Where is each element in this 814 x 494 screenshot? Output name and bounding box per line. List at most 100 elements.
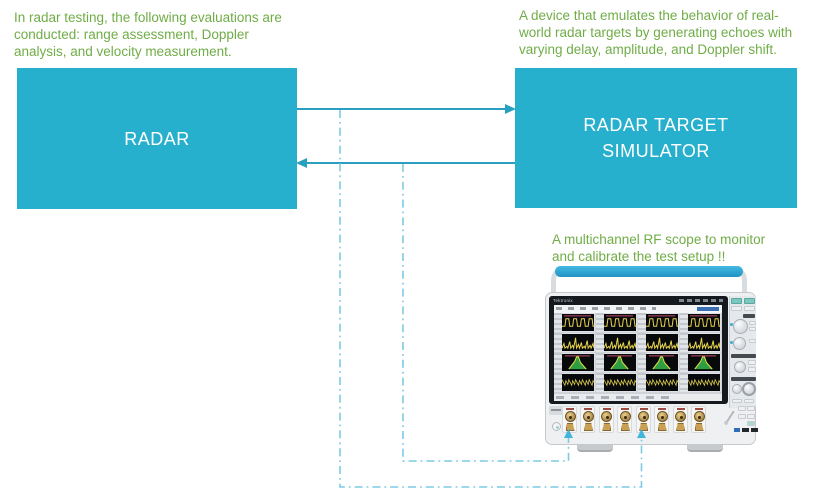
bnc-center-pin [569, 415, 572, 419]
bnc-base [620, 423, 630, 431]
scope-foot [577, 445, 613, 452]
panel-button [731, 298, 742, 304]
note-scope: A multichannel RF scope to monitor and c… [552, 231, 765, 265]
scope-model-marks [679, 299, 723, 302]
waveform-panel [638, 333, 679, 352]
bnc-base [583, 423, 593, 431]
panel-button [744, 306, 755, 311]
panel-button [731, 306, 742, 311]
bnc-connector [635, 406, 651, 433]
panel-button [747, 406, 755, 411]
panel-button [748, 367, 756, 372]
bnc-connector [598, 406, 614, 433]
waveform-panel-controls [554, 373, 562, 392]
oscilloscope: Tektronix [543, 264, 759, 454]
waveform-trace [604, 334, 636, 351]
panel-button [749, 321, 756, 325]
bnc-center-pin [605, 415, 609, 419]
note-simulator: A device that emulates the behavior of r… [519, 7, 792, 58]
scope-foot [687, 445, 723, 452]
waveform-trace [688, 354, 720, 371]
bnc-ring [638, 411, 650, 422]
scope-handle-grip [555, 266, 743, 277]
bnc-center-pin [698, 415, 701, 419]
scope-display-grid [554, 313, 722, 393]
arrow-radar-to-simulator [297, 104, 516, 114]
waveform-panel [680, 353, 721, 372]
scope-brand-logo: Tektronix [553, 298, 573, 303]
waveform-panel [596, 353, 637, 372]
waveform-panel [680, 373, 721, 392]
waveform-panel [554, 373, 595, 392]
scope-display-statusbar [554, 394, 722, 401]
waveform-panel [554, 353, 595, 372]
channel-label [676, 408, 685, 410]
bnc-ring [675, 411, 687, 422]
scope-bezel: Tektronix [549, 296, 728, 404]
bnc-ring [619, 411, 631, 422]
simulator-box-label: SIMULATOR [602, 141, 710, 161]
waveform-panel-controls [680, 373, 688, 392]
bnc-ring [564, 411, 576, 422]
waveform-panel [596, 313, 637, 332]
panel-button [749, 339, 756, 343]
panel-button [738, 406, 746, 411]
bnc-connector [617, 406, 633, 433]
waveform-panel-controls [638, 333, 646, 352]
panel-button [744, 399, 754, 403]
note-line: A device that emulates the behavior of r… [519, 8, 779, 23]
panel-button [732, 399, 742, 403]
panel-button [744, 298, 755, 304]
waveform-panel [596, 333, 637, 352]
power-button [552, 422, 561, 431]
channel-label [695, 408, 703, 410]
panel-marker [730, 323, 733, 326]
bnc-connector [691, 406, 706, 433]
scope-model-badge [549, 406, 563, 415]
simulator-box-label: RADAR TARGET [583, 115, 729, 135]
panel-section-label [731, 354, 756, 358]
waveform-panel-controls [554, 333, 562, 352]
waveform-trace [688, 334, 720, 351]
panel-marker [730, 341, 733, 344]
note-line: In radar testing, the following evaluati… [14, 10, 282, 25]
note-radar-testing: In radar testing, the following evaluati… [14, 9, 282, 60]
scope-display-menubar [554, 305, 722, 313]
channel-label [566, 408, 574, 410]
waveform-trace [562, 334, 594, 351]
note-line: conducted: range assessment, Doppler [14, 27, 249, 42]
waveform-trace [604, 374, 636, 391]
waveform-trace [688, 314, 720, 331]
bnc-connector [580, 406, 596, 433]
channel-label [602, 408, 611, 410]
waveform-panel [680, 313, 721, 332]
waveform-panel-controls [638, 353, 646, 372]
waveform-panel-controls [638, 313, 646, 332]
bnc-base [565, 423, 575, 431]
bnc-ring [693, 411, 705, 422]
waveform-panel-controls [680, 353, 688, 372]
waveform-panel-controls [680, 333, 688, 352]
bnc-center-pin [679, 415, 683, 419]
bnc-base [639, 423, 649, 431]
waveform-panel [554, 313, 595, 332]
knob [733, 337, 746, 350]
knob [734, 361, 746, 373]
bnc-connector [654, 406, 670, 433]
waveform-trace [646, 314, 678, 331]
waveform-panel [596, 373, 637, 392]
waveform-panel-controls [680, 313, 688, 332]
note-line: A multichannel RF scope to monitor [552, 232, 766, 247]
waveform-panel [638, 353, 679, 372]
channel-label [584, 408, 593, 410]
scope-display [554, 305, 722, 401]
usb-port [734, 428, 740, 432]
waveform-trace [604, 314, 636, 331]
bnc-connector [562, 406, 577, 433]
panel-button [747, 421, 755, 426]
probe-comp-pin [725, 410, 735, 424]
waveform-trace [646, 374, 678, 391]
waveform-trace [562, 354, 594, 371]
bnc-ring [656, 411, 668, 422]
